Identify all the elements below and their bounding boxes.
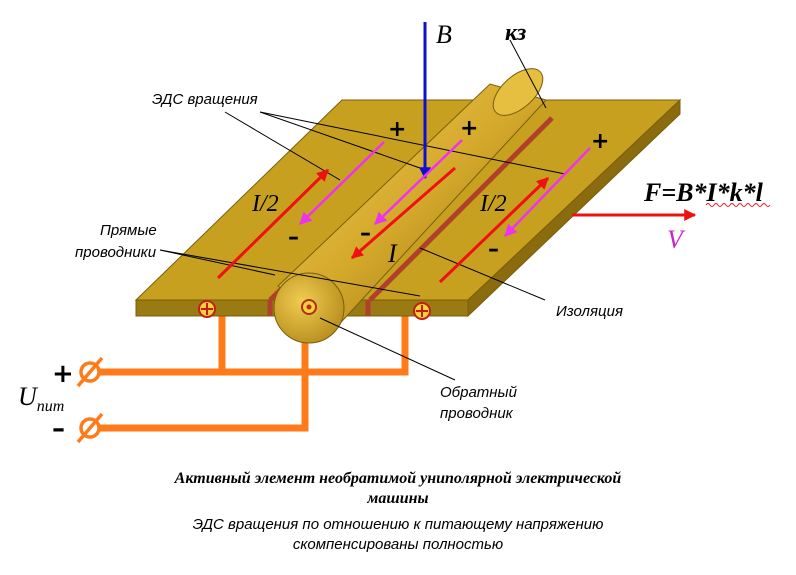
plate-minus-3: – [488,237,499,262]
half-current-left-label: I/2 [251,191,279,217]
emf-label: ЭДС вращения [152,91,258,108]
supply-terminal-positive: + [52,356,104,389]
plate-plus-2: + [460,116,478,141]
half-current-right-label: I/2 [479,191,507,217]
current-arrows [216,166,697,284]
supply-voltage-symbol: U [18,382,39,411]
insulation-label: Изоляция [556,303,623,320]
supply-terminal-negative: – [52,412,104,444]
caption-title-line2: машины [367,490,429,507]
caption-title: Активный элемент необратимой униполярной… [0,469,796,509]
caption-title-line1: Активный элемент необратимой униполярной… [174,470,622,487]
emf-polarity-signs: + + + – – – [288,116,609,262]
supply-voltage-subscript: пит [37,398,65,415]
caption-subtitle: ЭДС вращения по отношению к питающему на… [0,515,796,555]
current-symbol-rod [301,299,317,315]
caption-subtitle-line2: скомпенсированы полностью [292,536,504,553]
return-conductor-label-line1: Обратный [440,384,518,401]
direct-conductors-label-line2: проводники [75,244,157,261]
leader-lines [159,39,566,381]
caption-subtitle-line1: ЭДС вращения по отношению к питающему на… [192,516,604,533]
supply-voltage-label: Uпит [18,382,64,415]
spellcheck-underline [705,203,771,207]
current-symbol-right-conductor [413,302,431,320]
velocity-label: V [667,225,686,254]
plate-plus-1: + [388,117,406,142]
half-current-left-arrow [216,168,330,280]
current-label: I [387,239,398,268]
return-conductor-label-line2: проводник [440,405,514,422]
current-arrow [351,166,456,260]
short-circuit-label: кз [505,20,526,46]
emf-arrows [299,139,591,237]
terminal-plus-sign: + [52,359,74,389]
half-current-right-arrow [438,176,550,284]
plate-minus-1: – [288,225,299,250]
current-symbol-left-conductor [198,300,216,318]
plate-minus-2: – [360,221,371,246]
supply-wires [100,313,409,432]
field-label: B [436,20,452,49]
force-formula: F=B*I*k*l [643,178,764,207]
terminal-minus-sign: – [52,414,65,444]
direct-conductors-label-line1: Прямые [100,222,157,239]
plate-plus-3: + [591,129,609,154]
